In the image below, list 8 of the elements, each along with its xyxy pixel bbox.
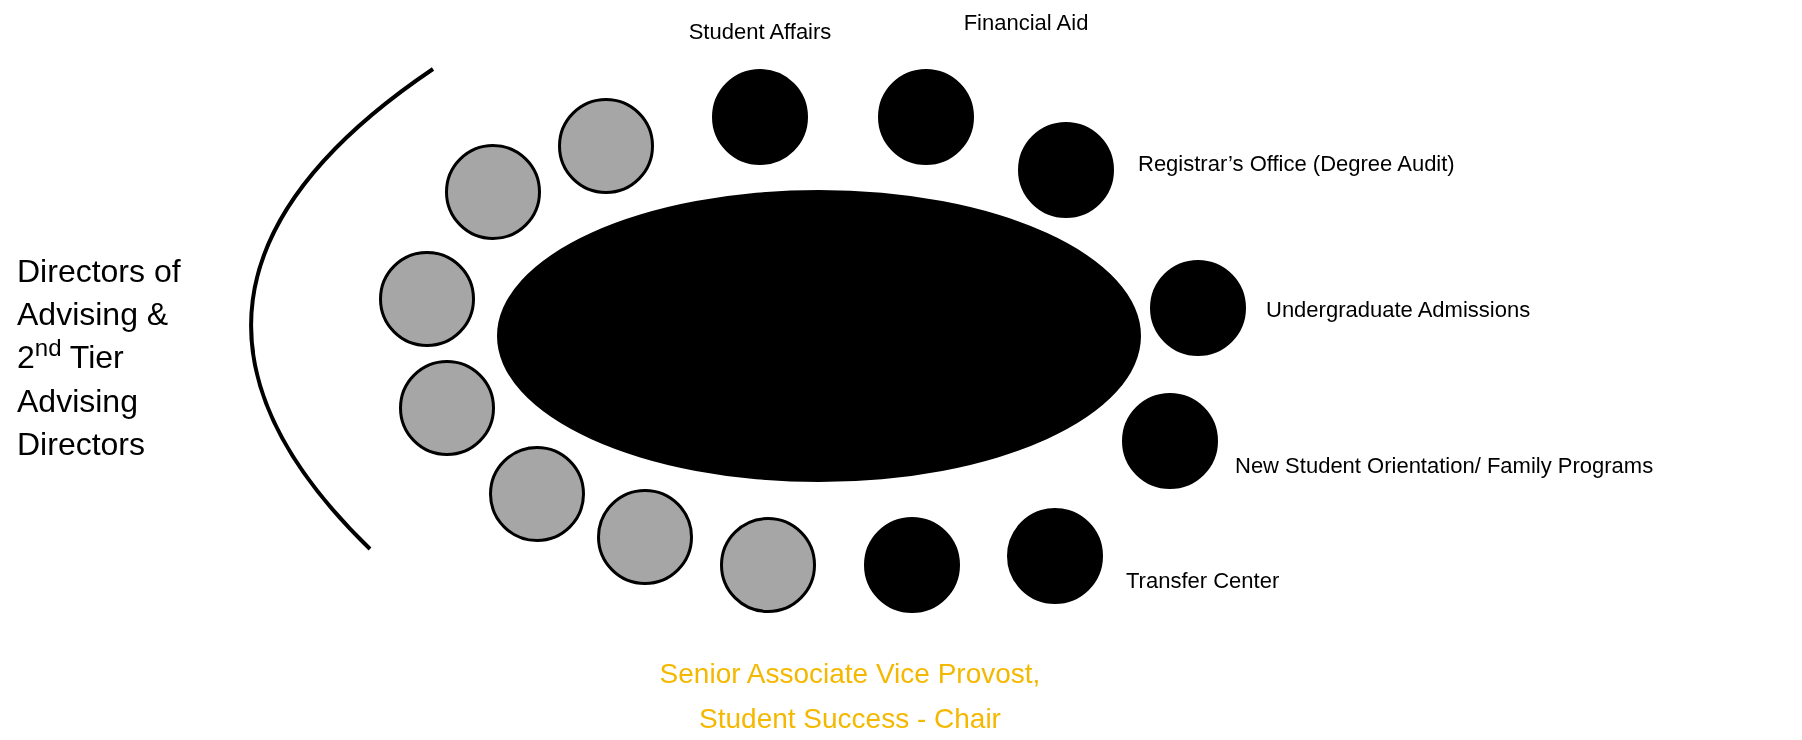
- seat-label: Undergraduate Admissions: [1266, 299, 1531, 321]
- seat-label: New Student Orientation/ Family Programs: [1235, 455, 1654, 477]
- group-label: Directors of Advising & 2$^{nd}$ Tier Advising Directors: [17, 252, 182, 464]
- seat-label: Transfer Center: [1126, 570, 1280, 592]
- chair-label: Senior Associate Vice Provost, Student Success - Chair: [658, 657, 1042, 736]
- seat-label: Student Affairs: [688, 21, 832, 43]
- seat-label: Financial Aid: [963, 12, 1089, 34]
- seat-label: Registrar’s Office (Degree Audit): [1138, 153, 1455, 175]
